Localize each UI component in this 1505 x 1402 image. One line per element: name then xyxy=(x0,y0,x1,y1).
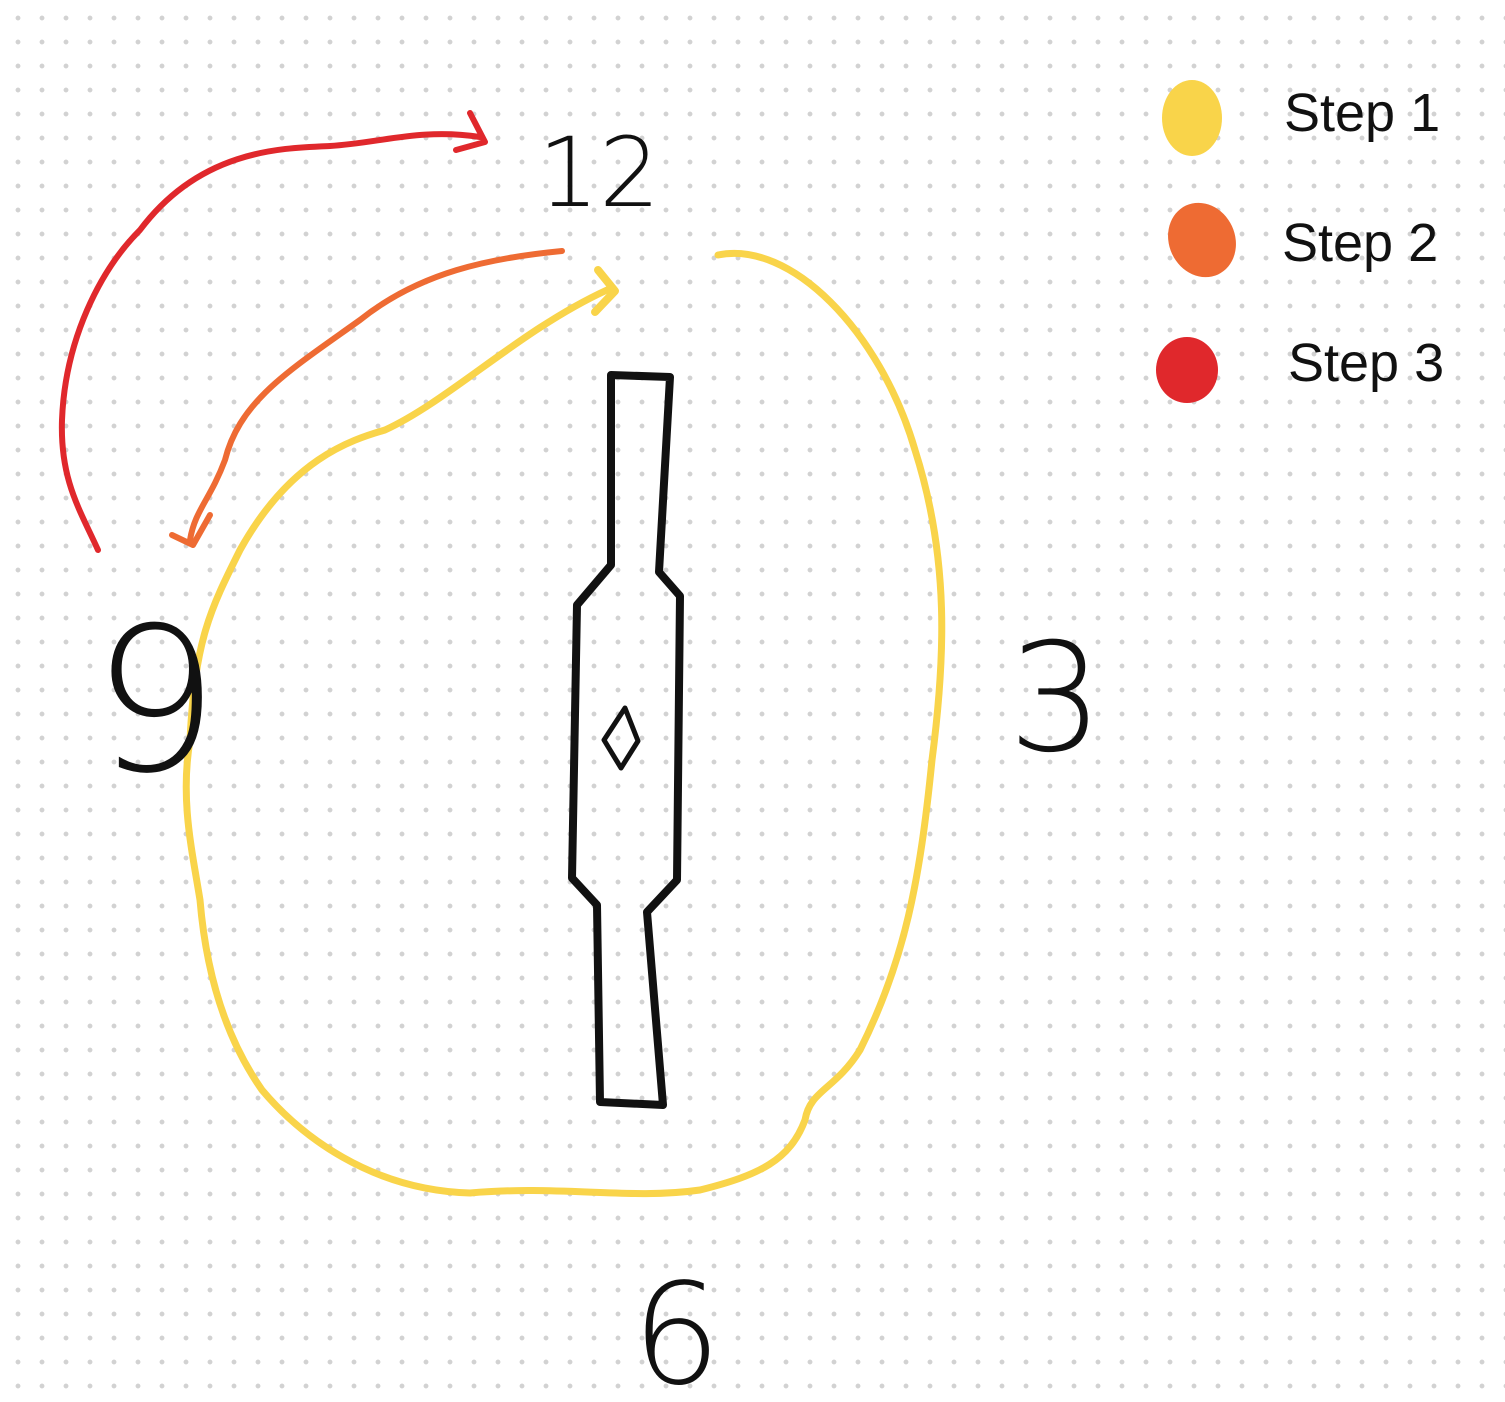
legend-swatch-step1 xyxy=(1162,80,1222,156)
step1-arrowhead xyxy=(591,266,619,316)
step2-arrowhead xyxy=(169,512,213,548)
legend-label-step1: Step 1 xyxy=(1284,83,1441,143)
legend-swatch-step2 xyxy=(1168,202,1236,278)
clock-label-6: 6 xyxy=(632,1254,721,1402)
step2-arc xyxy=(187,248,565,543)
clock-label-9: 9 xyxy=(92,585,219,818)
legend-label-step3: Step 3 xyxy=(1288,333,1445,393)
step3-arc xyxy=(58,131,483,553)
clock-hand-pivot xyxy=(601,705,641,771)
legend-swatch-step3 xyxy=(1156,337,1218,403)
legend-label-step2: Step 2 xyxy=(1282,213,1439,273)
clock-hand xyxy=(568,371,684,1109)
clock-label-12: 12 xyxy=(538,117,660,229)
step3-arrowhead xyxy=(453,110,488,153)
clock-label-3: 3 xyxy=(1008,612,1103,786)
step1-arc xyxy=(182,249,946,1198)
